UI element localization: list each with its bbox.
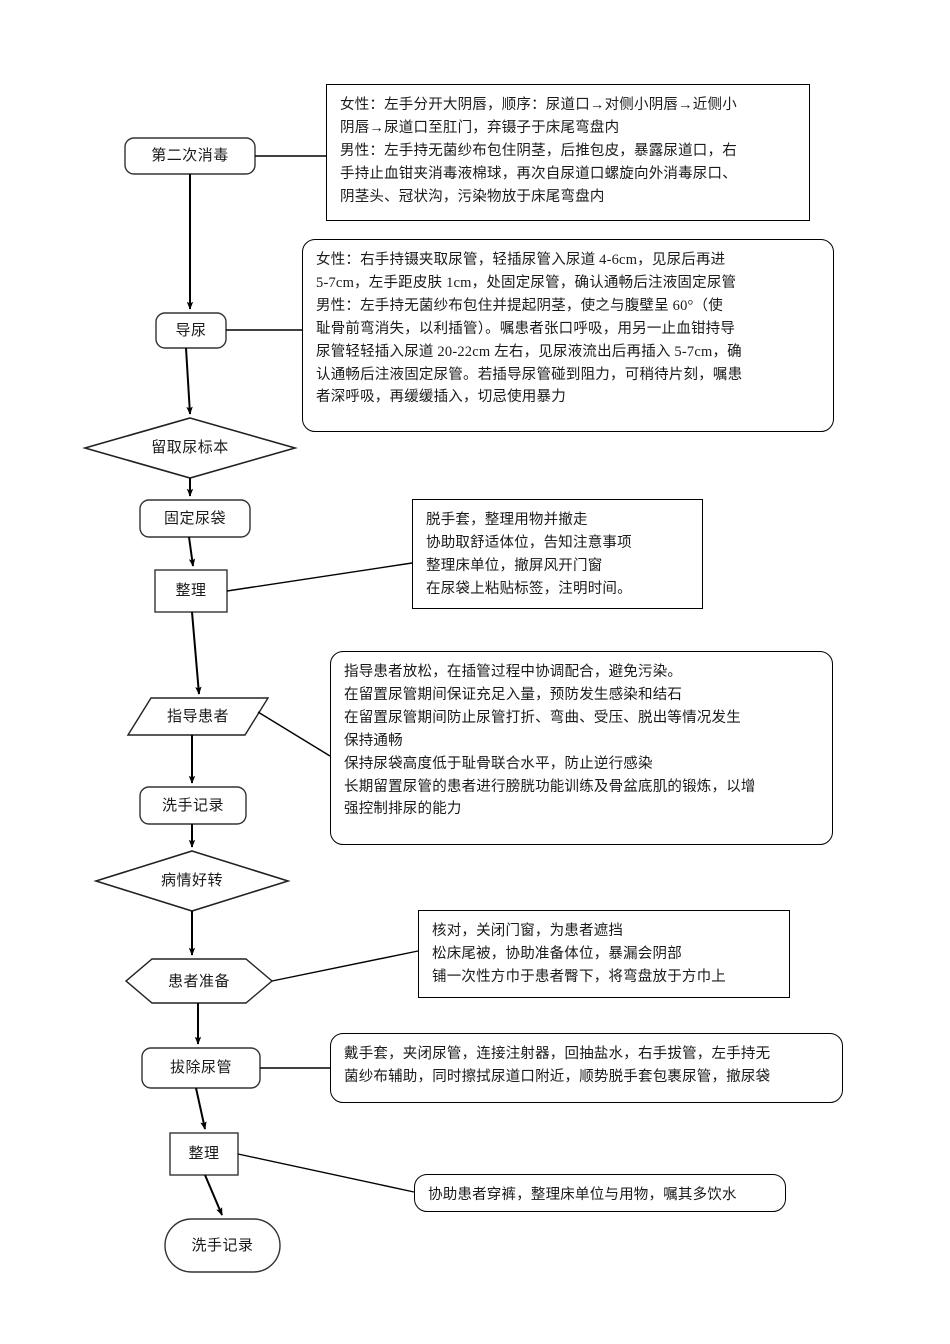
note-line: 保持尿袋高度低于耻骨联合水平，防止逆行感染 bbox=[344, 755, 653, 772]
node-shape-n7[interactable] bbox=[139, 786, 247, 825]
note-box-catheterization[interactable]: 女性：右手持镊夹取尿管，轻插尿管入尿道 4-6cm，见尿后再进 5-7cm，左手距… bbox=[302, 239, 834, 432]
connector-n2-n3 bbox=[185, 347, 193, 415]
note-line: 男性：左手持无菌纱布包住阴茎，后推包皮，暴露尿道口，右 bbox=[340, 142, 737, 159]
note-line: 尿管轻轻插入尿道 20-22cm 左右，见尿液流出后再插入 5-7cm，确 bbox=[316, 343, 742, 360]
note-line: 强控制排尿的能力 bbox=[344, 801, 462, 818]
note-line: 者深呼吸，再缓缓插入，切忌使用暴力 bbox=[316, 389, 566, 406]
note-line: 核对，关闭门窗，为患者遮挡 bbox=[432, 923, 624, 939]
connector-n10-n11 bbox=[195, 1087, 207, 1130]
node-shape-n10[interactable] bbox=[141, 1047, 261, 1089]
node-shape-n12[interactable] bbox=[164, 1218, 281, 1273]
note-line: 协助患者穿裤，整理床单位与用物，嘱其多饮水 bbox=[428, 1187, 737, 1203]
note-box-second-disinfection[interactable]: 女性：左手分开大阴唇，顺序：尿道口→对侧小阴唇→近侧小阴唇→尿道口至肛门，弃镊子… bbox=[326, 84, 810, 221]
note-line: 认通畅后注液固定尿管。若插导尿管碰到阻力，可稍待片刻，嘱患 bbox=[316, 366, 743, 383]
node-shape-n6[interactable] bbox=[126, 697, 270, 736]
note-box-patient-preparation[interactable]: 核对，关闭门窗，为患者遮挡松床尾被，协助准备体位，暴漏会阴部铺一次性方巾于患者臀… bbox=[418, 910, 790, 998]
note-line: 女性：右手持镊夹取尿管，轻插尿管入尿道 4-6cm，见尿后再进 bbox=[316, 252, 726, 268]
note-line: 铺一次性方巾于患者臀下，将弯盘放于方巾上 bbox=[432, 968, 726, 985]
note-line: 手持止血钳夹消毒液棉球，再次自尿道口螺旋向外消毒尿口、 bbox=[340, 165, 737, 182]
note-line: 在尿袋上粘贴标签，注明时间。 bbox=[426, 580, 632, 597]
note-line: 戴手套，夹闭尿管，连接注射器，回抽盐水，右手拔管，左手持无 bbox=[344, 1046, 771, 1062]
note-line: 女性：左手分开大阴唇，顺序：尿道口→对侧小阴唇→近侧小 bbox=[340, 97, 737, 113]
note-line: 5-7cm，左手距皮肤 1cm，处固定尿管，确认通畅后注液固定尿管 bbox=[316, 274, 737, 291]
leader-n11-note7 bbox=[237, 1153, 415, 1193]
node-shape-n2[interactable] bbox=[155, 312, 227, 349]
note-box-tidy-up[interactable]: 脱手套，整理用物并撤走协助取舒适体位，告知注意事项整理床单位，撤屏风开门窗在尿袋… bbox=[412, 499, 703, 609]
leader-n6-note4 bbox=[257, 711, 331, 757]
note-line: 阴唇→尿道口至肛门，弃镊子于床尾弯盘内 bbox=[340, 119, 620, 136]
note-line: 指导患者放松，在插管过程中协调配合，避免污染。 bbox=[344, 664, 683, 680]
note-line: 阴茎头、冠状沟，污染物放于床尾弯盘内 bbox=[340, 188, 605, 205]
connector-n11-n12 bbox=[204, 1174, 223, 1216]
node-shape-n11[interactable] bbox=[169, 1132, 239, 1176]
note-line: 脱手套，整理用物并撤走 bbox=[426, 512, 588, 528]
connector-n4-n5 bbox=[188, 536, 196, 567]
node-shape-n8[interactable] bbox=[93, 850, 291, 912]
note-line: 在留置尿管期间防止尿管打折、弯曲、受压、脱出等情况发生 bbox=[344, 709, 741, 726]
note-line: 菌纱布辅助，同时擦拭尿道口附近，顺势脱手套包裹尿管，撤尿袋 bbox=[344, 1068, 771, 1085]
node-shape-n5[interactable] bbox=[154, 569, 228, 613]
note-box-patient-guidance[interactable]: 指导患者放松，在插管过程中协调配合，避免污染。在留置尿管期间保证充足入量，预防发… bbox=[330, 651, 833, 845]
note-line: 松床尾被，协助准备体位，暴漏会阴部 bbox=[432, 945, 682, 962]
node-shape-n9[interactable] bbox=[124, 958, 274, 1004]
note-line: 整理床单位，撤屏风开门窗 bbox=[426, 557, 603, 574]
note-line: 保持通畅 bbox=[344, 732, 403, 749]
node-shape-n1[interactable] bbox=[124, 137, 256, 175]
node-shape-n3[interactable] bbox=[82, 417, 298, 479]
note-box-final-tidy[interactable]: 协助患者穿裤，整理床单位与用物，嘱其多饮水 bbox=[414, 1174, 786, 1212]
note-box-catheter-removal[interactable]: 戴手套，夹闭尿管，连接注射器，回抽盐水，右手拔管，左手持无菌纱布辅助，同时擦拭尿… bbox=[330, 1033, 843, 1103]
leader-n5-note3 bbox=[226, 562, 413, 592]
node-shape-n4[interactable] bbox=[139, 499, 251, 538]
connector-n5-n6 bbox=[191, 611, 202, 695]
leader-n9-note5 bbox=[271, 950, 419, 982]
note-line: 协助取舒适体位，告知注意事项 bbox=[426, 534, 632, 551]
note-line: 男性：左手持无菌纱布包住并提起阴茎，使之与腹壁呈 60°（使 bbox=[316, 297, 723, 314]
note-line: 长期留置尿管的患者进行膀胱功能训练及骨盆底肌的锻炼，以增 bbox=[344, 778, 756, 795]
note-line: 在留置尿管期间保证充足入量，预防发生感染和结石 bbox=[344, 686, 683, 703]
note-line: 耻骨前弯消失，以利插管）。嘱患者张口呼吸，用另一止血钳持导 bbox=[316, 320, 736, 337]
